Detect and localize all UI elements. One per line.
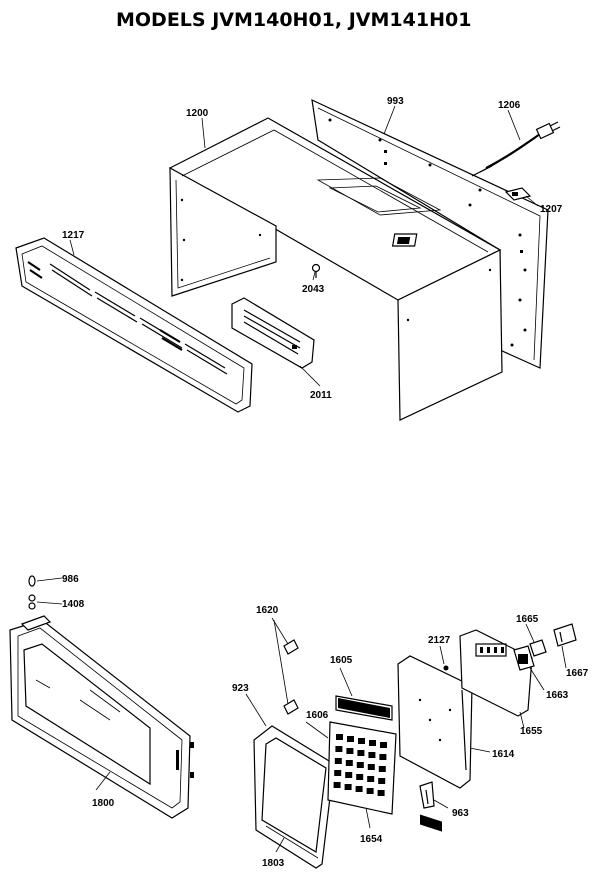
label-2127: 2127	[428, 635, 451, 646]
keypad-key	[346, 748, 354, 754]
label-2011: 2011	[310, 390, 332, 401]
keypad-key	[356, 762, 364, 768]
keypad-key	[335, 746, 343, 752]
keypad-key	[366, 788, 374, 794]
keypad-key	[345, 772, 353, 778]
strip-1605	[335, 695, 393, 721]
label-1620: 1620	[256, 605, 279, 616]
label-993: 993	[387, 96, 404, 107]
keypad-key	[369, 740, 376, 746]
label-1800: 1800	[92, 798, 115, 809]
clip-1207	[504, 187, 532, 201]
door-1800	[9, 615, 194, 819]
label-1200: 1200	[186, 108, 209, 119]
label-986: 986	[62, 574, 79, 585]
keypad-key	[379, 754, 387, 760]
label-1663: 1663	[546, 690, 569, 701]
upper-leader-lines	[69, 105, 539, 387]
keypad-key	[367, 764, 375, 770]
part-1663	[513, 645, 535, 671]
label-1655: 1655	[520, 726, 543, 737]
lower-leader-lines	[95, 623, 567, 853]
label-1206: 1206	[498, 100, 521, 111]
parts-986-1408	[28, 575, 63, 610]
frame-1803	[253, 725, 335, 869]
label-1667: 1667	[566, 668, 589, 679]
vent-2011	[231, 297, 315, 369]
keypad-key	[336, 734, 343, 740]
control-board-1614	[397, 655, 473, 832]
label-1605: 1605	[330, 655, 353, 666]
overlay-1606	[305, 721, 329, 739]
keypad-key	[347, 736, 354, 742]
part-1665	[529, 639, 547, 657]
keypad-key	[345, 760, 353, 766]
keypad-key	[378, 778, 386, 784]
label-963: 963	[452, 808, 469, 819]
cabinet-1200	[168, 117, 503, 421]
label-1606: 1606	[306, 710, 329, 721]
keypad-key	[357, 750, 365, 756]
grille-1217	[15, 237, 253, 413]
label-2043: 2043	[302, 284, 325, 295]
label-1408: 1408	[62, 599, 85, 610]
label-923: 923	[232, 683, 249, 694]
label-1803: 1803	[262, 858, 285, 869]
keypad-key	[334, 758, 342, 764]
label-1207: 1207	[540, 204, 563, 215]
keypad-key	[380, 742, 387, 748]
diagram-title: MODELS JVM140H01, JVM141H01	[116, 9, 471, 31]
power-cord-1206	[471, 121, 561, 177]
clip-963	[419, 781, 435, 809]
label-1217: 1217	[62, 230, 85, 241]
keypad-key	[378, 766, 386, 772]
keypad-key	[355, 786, 363, 792]
screw-2127	[443, 665, 449, 671]
parts-1620	[271, 617, 299, 715]
keypad-key	[344, 784, 352, 790]
keypad-1654	[327, 721, 397, 815]
keypad-key	[356, 774, 364, 780]
label-1614: 1614	[492, 749, 515, 760]
screw-2043	[311, 263, 321, 278]
keypad-key	[358, 738, 365, 744]
part-1667	[553, 623, 577, 647]
label-1665: 1665	[516, 614, 539, 625]
label-1654: 1654	[360, 834, 383, 845]
keypad-key	[368, 752, 376, 758]
keypad-key	[367, 776, 375, 782]
keypad-key	[334, 770, 342, 776]
keypad-key	[377, 790, 385, 796]
keypad-key	[333, 782, 341, 788]
